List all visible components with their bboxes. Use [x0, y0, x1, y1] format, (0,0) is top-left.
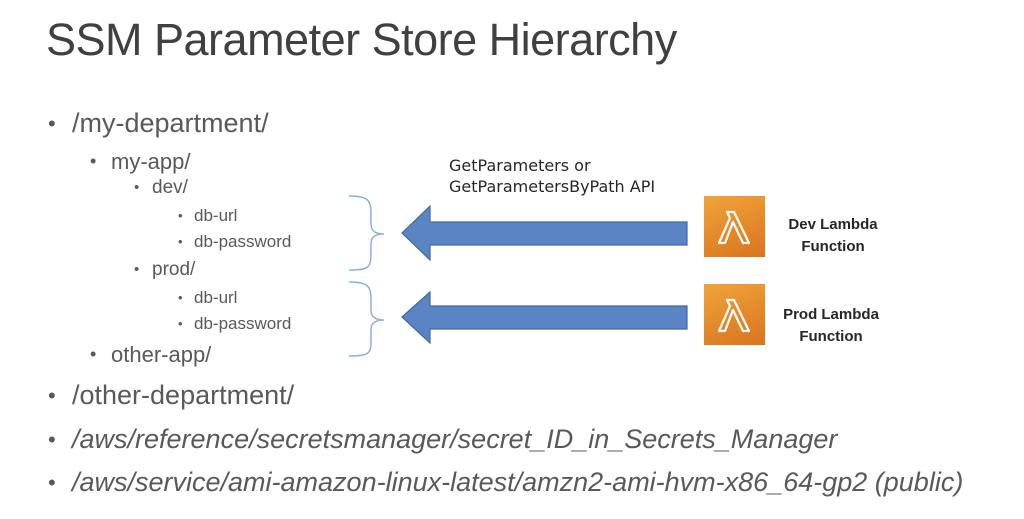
bullet: •: [90, 344, 97, 364]
list-item-label: dev/: [152, 177, 188, 198]
prod-lambda-icon: [704, 284, 765, 345]
list-item-prod-db-password: • db-password: [178, 314, 291, 334]
dev-lambda-label: Dev Lambda Function: [788, 216, 878, 255]
dev-lambda-icon: [704, 196, 765, 257]
list-item-dev: • dev/: [134, 177, 188, 199]
list-item-other-department: • /other-department/: [48, 380, 294, 411]
dev-arrow: [401, 204, 688, 262]
list-item-label: /aws/reference/secretsmanager/secret_ID_…: [72, 424, 838, 454]
prod-arrow: [401, 290, 688, 345]
list-item-dev-db-password: • db-password: [178, 232, 291, 252]
list-item-prod-db-url: • db-url: [178, 288, 237, 308]
lambda-icon: [717, 210, 751, 245]
list-item-my-app: • my-app/: [90, 149, 190, 175]
bullet: •: [134, 179, 140, 196]
bullet: •: [178, 208, 183, 223]
bullet: •: [178, 234, 183, 249]
api-label: GetParameters or GetParametersByPath API: [449, 156, 656, 196]
list-item-label: /my-department/: [72, 108, 269, 138]
list-item-dev-db-url: • db-url: [178, 206, 237, 226]
list-item-label: db-password: [194, 314, 292, 333]
bullet: •: [48, 111, 56, 136]
bullet: •: [48, 470, 56, 495]
prod-lambda-label: Prod Lambda Function: [783, 306, 879, 345]
list-item-label: my-app/: [111, 149, 191, 174]
list-item-label: /aws/service/ami-amazon-linux-latest/amz…: [72, 467, 964, 497]
list-item-label: /other-department/: [72, 380, 295, 410]
list-item-label: db-url: [194, 288, 238, 307]
list-item-my-department: • /my-department/: [48, 108, 269, 139]
list-item-prod: • prod/: [134, 259, 195, 281]
bullet: •: [134, 261, 140, 278]
list-item-label: prod/: [152, 259, 196, 280]
list-item-aws-service: • /aws/service/ami-amazon-linux-latest/a…: [48, 467, 963, 498]
list-item-label: db-password: [194, 232, 292, 251]
bullet: •: [90, 151, 97, 171]
bullet: •: [48, 427, 56, 452]
dev-bracket: [348, 195, 385, 271]
list-item-label: other-app/: [111, 342, 212, 367]
list-item-aws-reference: • /aws/reference/secretsmanager/secret_I…: [48, 424, 837, 455]
bullet: •: [48, 383, 56, 408]
bullet: •: [178, 316, 183, 331]
bullet: •: [178, 290, 183, 305]
list-item-other-app: • other-app/: [90, 342, 211, 368]
page-title: SSM Parameter Store Hierarchy: [46, 14, 677, 65]
prod-bracket: [348, 281, 385, 357]
lambda-icon: [717, 298, 751, 333]
list-item-label: db-url: [194, 206, 238, 225]
